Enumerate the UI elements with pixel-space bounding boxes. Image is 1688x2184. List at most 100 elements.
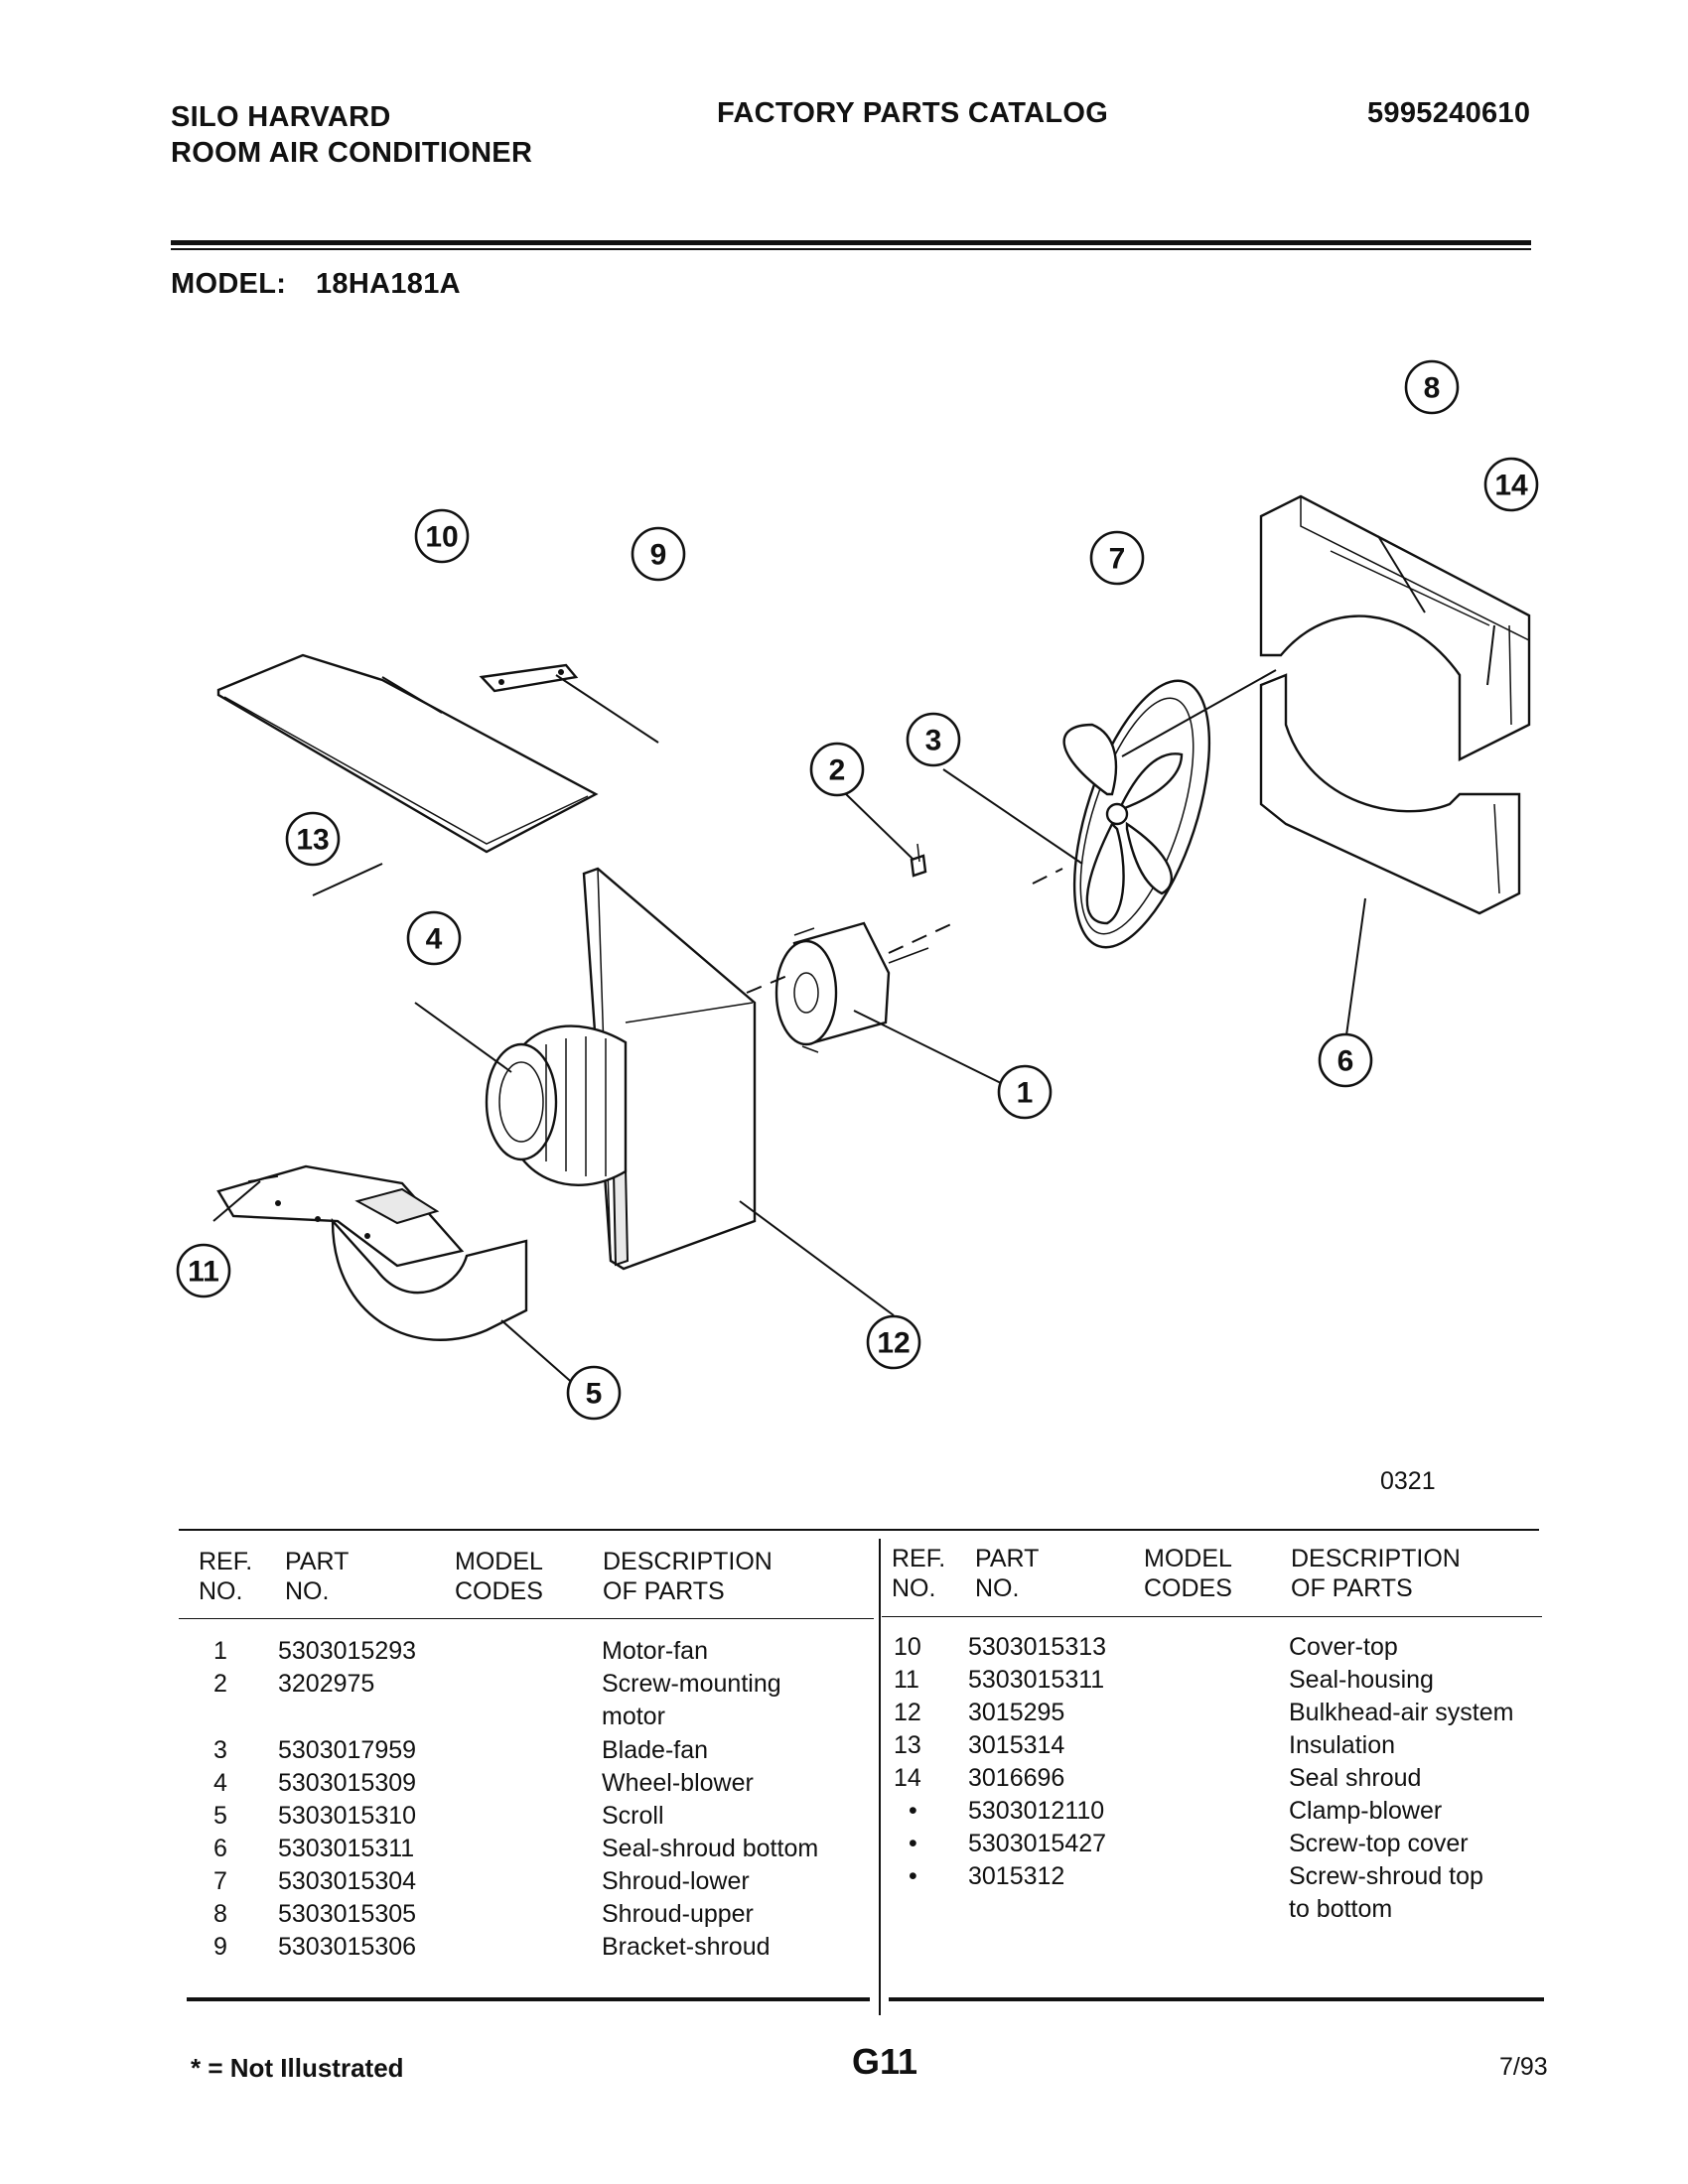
- svg-text:3: 3: [925, 725, 942, 757]
- page-date: 7/93: [1499, 2053, 1548, 2081]
- right-model-header: MODEL CODES: [1144, 1544, 1232, 1603]
- part-cell: 5303015305: [278, 1900, 417, 1928]
- ref-cell: 10: [894, 1633, 921, 1661]
- catalog-number: 5995240610: [1367, 97, 1531, 129]
- callout-10: 10: [414, 508, 470, 564]
- desc-cell: Insulation: [1289, 1731, 1396, 1759]
- callout-7: 7: [1089, 530, 1145, 586]
- part-cell: 5303015293: [278, 1637, 417, 1665]
- left-part-header: PART NO.: [285, 1547, 349, 1606]
- ref-cell: 14: [894, 1764, 921, 1792]
- scroll-housing-drawing: [216, 1164, 528, 1341]
- callout-6: 6: [1318, 1032, 1373, 1088]
- part-cell: 3015312: [968, 1862, 1065, 1890]
- ref-cell: •: [909, 1862, 917, 1890]
- part-cell: 5303015306: [278, 1933, 417, 1961]
- ref-cell: 5: [213, 1802, 227, 1830]
- part-header-line1: PART: [975, 1545, 1040, 1572]
- part-cell: 5303015311: [278, 1835, 415, 1862]
- ref-cell: •: [909, 1830, 917, 1857]
- svg-text:6: 6: [1337, 1045, 1354, 1078]
- desc-cell: Seal shroud: [1289, 1764, 1422, 1792]
- table-column-divider: [879, 1539, 881, 2015]
- ref-cell: 3: [213, 1736, 227, 1764]
- part-cell: 3015314: [968, 1731, 1065, 1759]
- ref-header-line1: REF.: [892, 1545, 946, 1572]
- svg-text:14: 14: [1494, 470, 1528, 502]
- left-ref-header: REF. NO.: [199, 1547, 252, 1606]
- desc-cell: Bracket-shroud: [602, 1933, 771, 1961]
- desc-header-line2: OF PARTS: [1291, 1574, 1413, 1602]
- svg-text:9: 9: [650, 539, 667, 572]
- shroud-assembly-drawing: [1259, 494, 1531, 915]
- part-cell: 5303015311: [968, 1666, 1105, 1694]
- ref-header-line1: REF.: [199, 1548, 253, 1575]
- exploded-parts-diagram: 1 2 3 4 5 6 7 8 9 10 11 12 13 14: [159, 328, 1549, 1449]
- desc-header-line1: DESCRIPTION: [1291, 1545, 1461, 1572]
- header-rule-thin: [171, 248, 1531, 250]
- ref-cell: 4: [213, 1769, 227, 1797]
- callout-11: 11: [176, 1243, 231, 1298]
- callout-13: 13: [285, 811, 341, 867]
- desc-cell: motor: [602, 1703, 665, 1730]
- part-header-line1: PART: [285, 1548, 350, 1575]
- svg-text:1: 1: [1017, 1077, 1034, 1110]
- ref-header-line2: NO.: [199, 1577, 243, 1605]
- footer-note: * = Not Illustrated: [191, 2053, 404, 2083]
- desc-cell: Screw-top cover: [1289, 1830, 1469, 1857]
- blower-wheel-drawing: [485, 1024, 628, 1186]
- ref-cell: 9: [213, 1933, 227, 1961]
- svg-text:2: 2: [829, 754, 846, 787]
- callout-14: 14: [1483, 457, 1539, 512]
- desc-header-line1: DESCRIPTION: [603, 1548, 773, 1575]
- desc-cell: Seal-housing: [1289, 1666, 1434, 1694]
- part-cell: 5303015313: [968, 1633, 1107, 1661]
- callout-8: 8: [1404, 359, 1460, 415]
- catalog-title: FACTORY PARTS CATALOG: [717, 97, 1109, 129]
- left-model-header: MODEL CODES: [455, 1547, 543, 1606]
- part-cell: 3202975: [278, 1670, 375, 1698]
- svg-text:10: 10: [425, 521, 458, 554]
- part-cell: 5303017959: [278, 1736, 417, 1764]
- callout-4: 4: [406, 910, 462, 966]
- ref-cell: 13: [894, 1731, 921, 1759]
- product-type: ROOM AIR CONDITIONER: [171, 137, 533, 169]
- desc-cell: Screw-mounting: [602, 1670, 781, 1698]
- part-header-line2: NO.: [975, 1574, 1020, 1602]
- mounting-screw-drawing: [910, 843, 927, 878]
- part-cell: 5303015310: [278, 1802, 417, 1830]
- callout-9: 9: [631, 526, 686, 582]
- ref-cell: •: [909, 1797, 917, 1825]
- desc-cell: Blade-fan: [602, 1736, 709, 1764]
- svg-text:5: 5: [586, 1378, 603, 1411]
- ref-header-line2: NO.: [892, 1574, 936, 1602]
- model-value: 18HA181A: [316, 268, 461, 300]
- right-ref-header: REF. NO.: [892, 1544, 945, 1603]
- desc-cell: Seal-shroud bottom: [602, 1835, 819, 1862]
- part-header-line2: NO.: [285, 1577, 330, 1605]
- part-cell: 3015295: [968, 1699, 1065, 1726]
- callout-2: 2: [809, 742, 865, 797]
- desc-cell: Scroll: [602, 1802, 664, 1830]
- part-cell: 5303015309: [278, 1769, 417, 1797]
- table-top-rule: [179, 1529, 1539, 1531]
- model-label: MODEL:: [171, 268, 287, 300]
- svg-text:7: 7: [1109, 543, 1126, 576]
- table-bottom-rule-right: [889, 1997, 1544, 2001]
- diagram-code: 0321: [1380, 1467, 1436, 1495]
- model-header-line2: CODES: [455, 1577, 543, 1605]
- left-header-rule: [179, 1618, 874, 1619]
- right-header-rule: [882, 1616, 1542, 1617]
- svg-text:12: 12: [877, 1327, 910, 1360]
- ref-cell: 2: [213, 1670, 227, 1698]
- brand-name: SILO HARVARD: [171, 101, 391, 133]
- diagram-svg: 1 2 3 4 5 6 7 8 9 10 11 12 13 14: [176, 359, 1539, 1421]
- model-header-line1: MODEL: [455, 1548, 543, 1575]
- header-rule: [171, 240, 1531, 245]
- ref-cell: 1: [213, 1637, 227, 1665]
- callout-3: 3: [906, 712, 961, 767]
- part-cell: 5303015427: [968, 1830, 1107, 1857]
- ref-cell: 12: [894, 1699, 921, 1726]
- desc-cell: Shroud-lower: [602, 1867, 750, 1895]
- callout-1: 1: [997, 1064, 1053, 1120]
